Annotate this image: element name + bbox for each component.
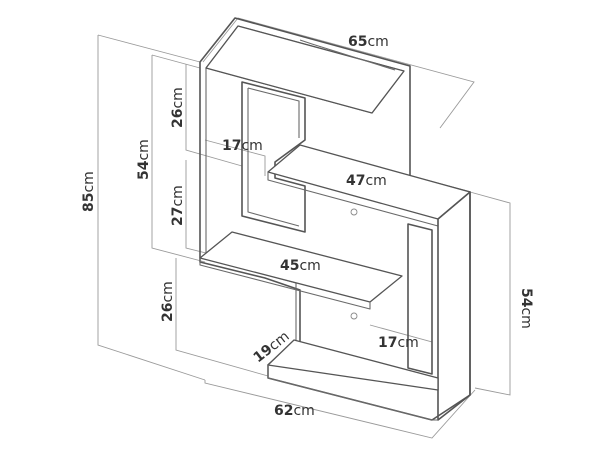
- dim-line-upper-height: [151, 54, 206, 263]
- mount-hole-upper: [350, 208, 358, 216]
- label-section-26-lower: 26cm: [160, 281, 176, 322]
- shelf-unit: [199, 17, 471, 421]
- dim-line-bottom-width: [204, 380, 476, 439]
- label-right-height: 54cm: [518, 288, 534, 329]
- shelf-45-front: [199, 258, 371, 310]
- label-shelf-17-lower: 17cm: [378, 335, 419, 351]
- upper-divider-inner: [247, 87, 300, 227]
- label-shelf-17-upper: 17cm: [222, 138, 263, 154]
- mount-hole-lower: [350, 312, 358, 320]
- upper-divider: [241, 81, 306, 233]
- bottom-board: [267, 339, 439, 391]
- shelf-45: [199, 231, 403, 303]
- label-section-27: 27cm: [170, 185, 186, 226]
- dim-line-total-height: [97, 34, 206, 381]
- right-inner-column: [407, 223, 433, 375]
- dim-line-top-width: [202, 17, 475, 129]
- right-panel: [437, 191, 471, 421]
- bottom-board-front: [267, 365, 438, 421]
- dim-line-right-height: [469, 191, 511, 396]
- dim-line-shelf-17-upper: [204, 139, 266, 176]
- label-section-26-upper: 26cm: [170, 87, 186, 128]
- top-board: [205, 25, 405, 114]
- label-top-width: 65cm: [348, 34, 389, 50]
- label-shelf-47: 47cm: [346, 173, 387, 189]
- dimension-lines: [97, 17, 511, 439]
- label-bottom-width: 62cm: [274, 403, 315, 419]
- label-upper-height: 54cm: [136, 139, 152, 180]
- top-board-groove: [299, 39, 396, 71]
- label-total-height: 85cm: [81, 171, 97, 212]
- dim-line-section-26-lower: [175, 258, 269, 377]
- label-shelf-45: 45cm: [280, 258, 321, 274]
- dim-line-section-26-upper: [185, 64, 243, 167]
